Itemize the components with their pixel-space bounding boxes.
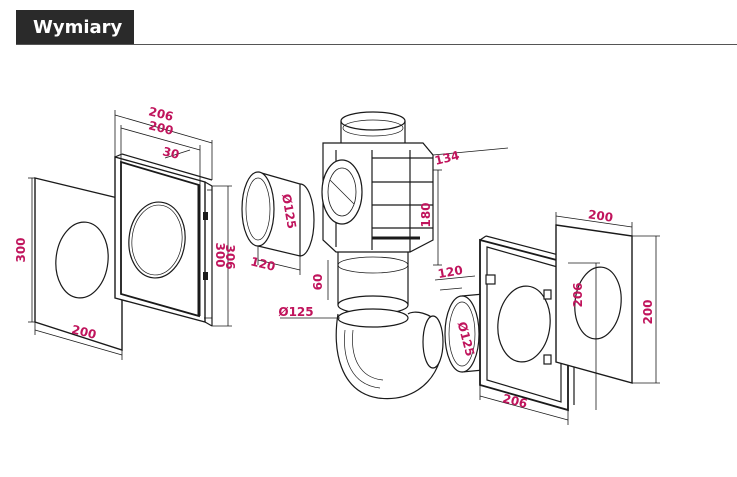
header-divider [16, 44, 737, 45]
dim-left-pipe-length: 120 [249, 254, 277, 274]
dim-frame-width-inner: 200 [147, 118, 175, 138]
dim-right-pipe-length: 120 [437, 263, 464, 281]
dim-left-panel-height: 300 [14, 237, 28, 262]
dim-left-panel-width: 200 [70, 322, 98, 342]
dim-frame-height-inner: 300 [213, 242, 227, 267]
dim-right-panel-height: 200 [641, 299, 655, 324]
right-cover-panel [555, 224, 633, 384]
dim-center-height: 180 [419, 202, 433, 227]
dim-frame-width-outer: 206 [147, 104, 175, 124]
dim-right-panel-width: 200 [587, 207, 614, 224]
mounting-frame [114, 153, 213, 327]
dim-bottom-diameter: Ø125 [278, 305, 313, 319]
dim-spacer-height: 60 [311, 274, 325, 291]
dim-center-depth: 134 [433, 148, 461, 168]
dim-right-frame-height: 206 [571, 282, 585, 307]
dimension-lines [28, 110, 660, 425]
distribution-box [321, 111, 444, 400]
dim-right-frame-width: 206 [501, 391, 529, 411]
dim-frame-depth: 30 [161, 144, 181, 162]
dim-frame-height-outer: 306 [223, 244, 237, 269]
dim-left-pipe-diameter: Ø125 [279, 193, 299, 230]
section-title-text: Wymiary [33, 16, 123, 38]
dimension-labels: 300 200 206 200 30 300 306 134 180 Ø125 … [14, 104, 655, 411]
section-title: Wymiary [16, 10, 134, 44]
left-pipe-sleeve [241, 171, 315, 257]
